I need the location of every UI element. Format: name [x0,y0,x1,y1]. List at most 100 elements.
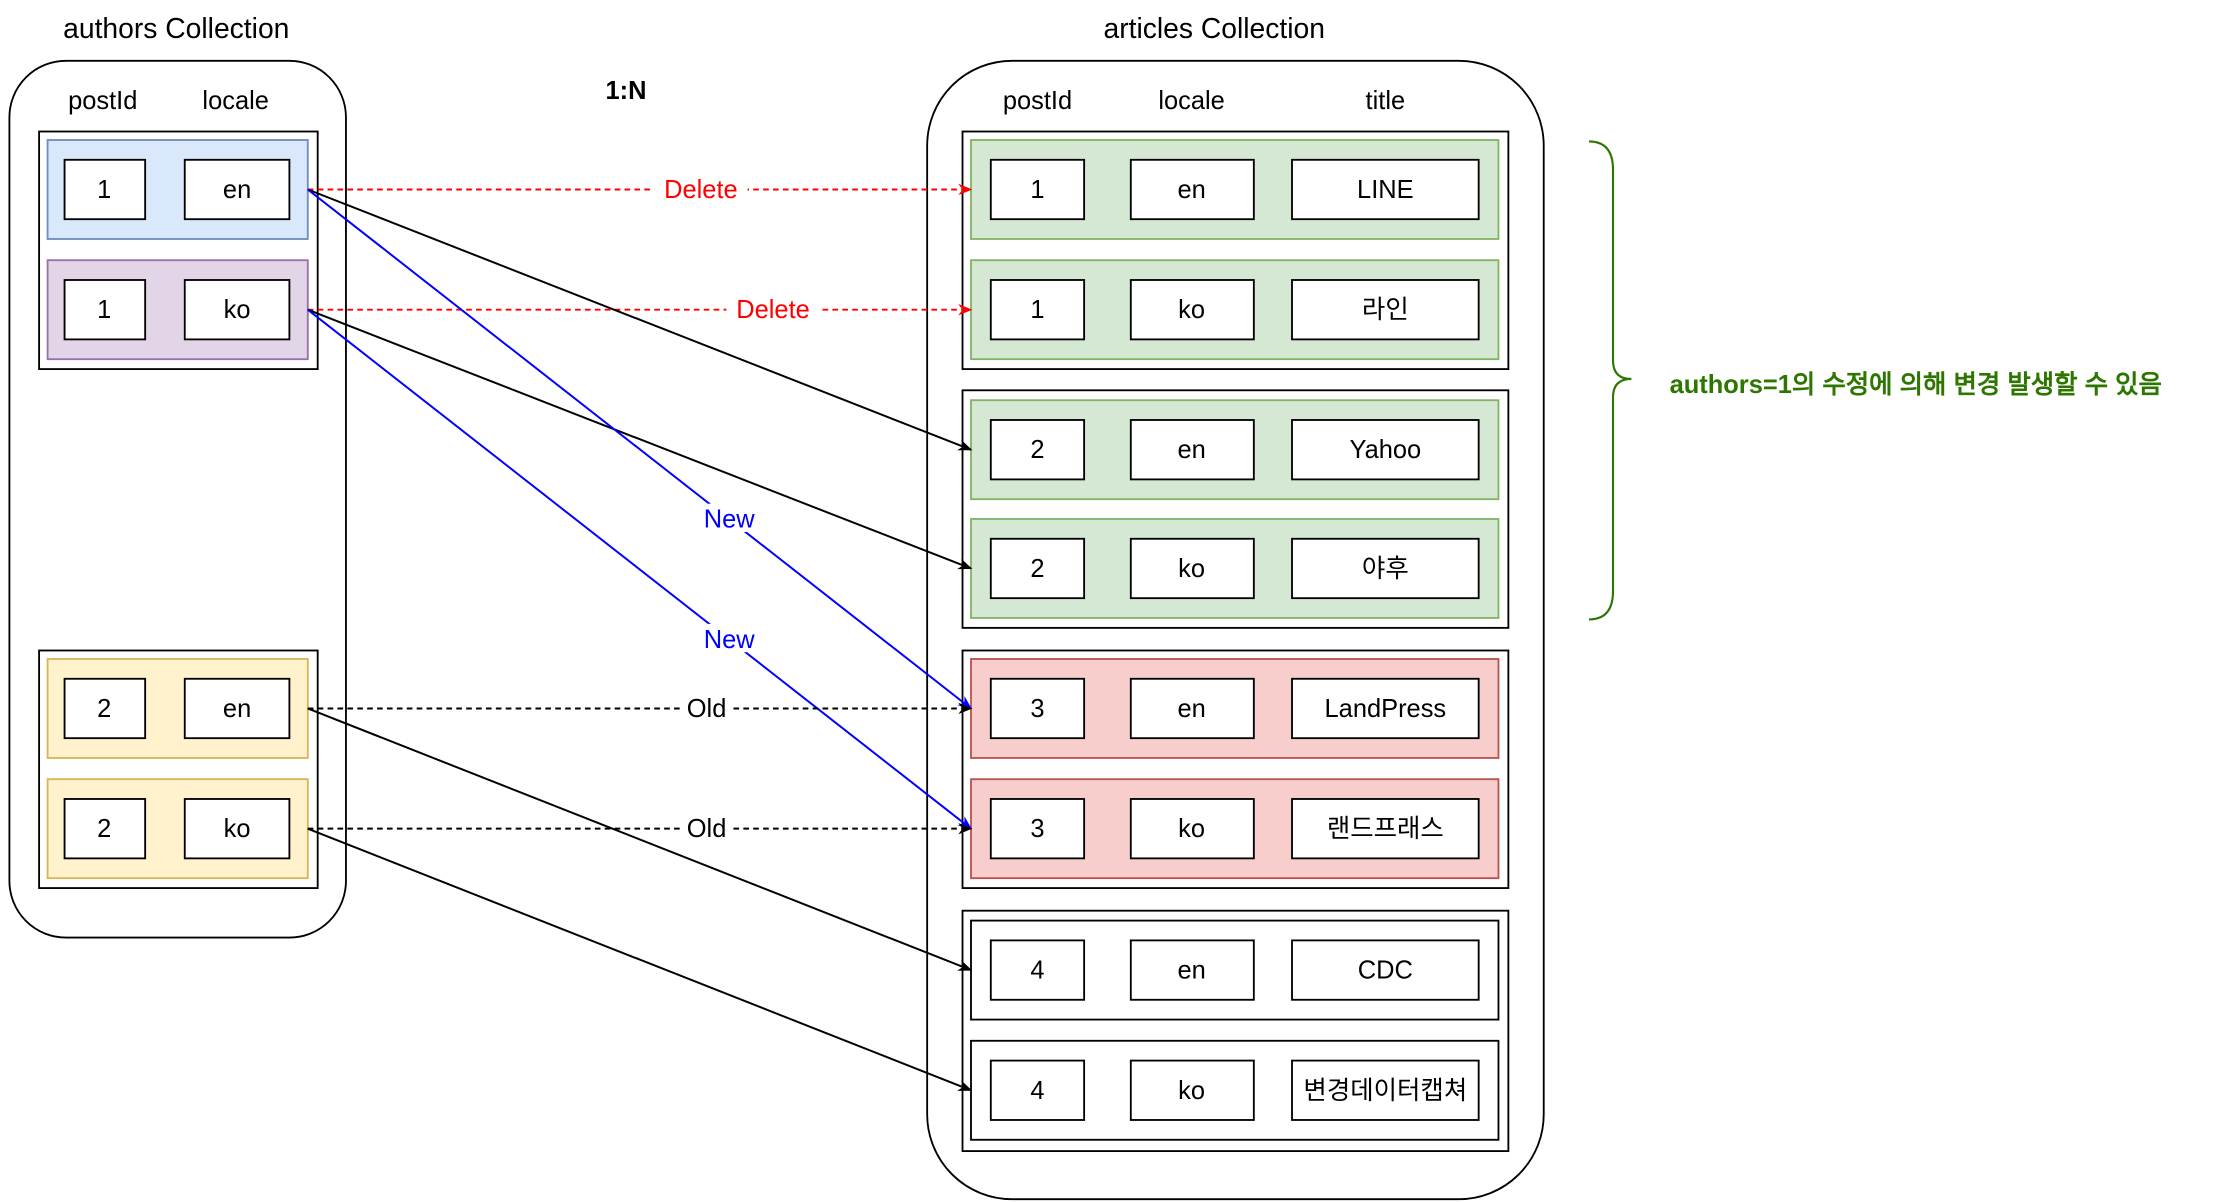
article-locale-cell [1129,677,1255,740]
link-arrow [307,827,973,1092]
article-title-text: LandPress [1325,695,1447,723]
authors-collection: authors Collection postId locale 1 en 1 ko 2… [8,12,347,939]
author-locale-text: ko [224,296,251,324]
author-locale-cell [183,158,291,221]
link-edge [307,827,973,1092]
article-postid-cell [989,279,1086,341]
article-locale-text: ko [1178,815,1205,843]
edge-label: Old [687,815,727,843]
new-edge: New [307,188,973,710]
article-title-text: 야후 [1362,555,1409,583]
article-locale-cell [1129,537,1255,600]
article-postid-text: 4 [1030,1077,1044,1105]
author-postid-cell [63,677,147,740]
author-row: 1 ko [46,259,309,361]
article-locale-cell [1129,419,1255,481]
author-postid-text: 1 [97,176,111,204]
edge-label-background [703,503,755,532]
article-postid-cell [989,798,1086,860]
article-locale-text: ko [1178,1077,1205,1105]
edge-label: Delete [664,176,738,204]
author-postid-text: 1 [97,296,111,324]
edge-label-background [726,294,820,323]
article-title-cell [1291,537,1480,600]
author-locale-cell [183,677,291,740]
article-postid-text: 4 [1030,957,1044,985]
article-title-cell [1291,677,1480,740]
edge-label-background [681,813,733,842]
authors-collection-title: authors Collection [63,12,289,44]
delete-edge: Delete [307,173,973,204]
article-locale-cell [1129,1059,1255,1121]
article-row: 4 en CDC [970,919,1500,1021]
link-arrow [307,188,973,451]
article-locale-cell [1129,279,1255,341]
article-postid-text: 3 [1030,695,1044,723]
articles-group-1 [961,130,1510,371]
new-arrow [307,308,973,830]
author-locale-cell [183,279,291,341]
article-postid-cell [989,419,1086,481]
articles-header-postid: postId [1003,87,1072,115]
curly-brace [1588,140,1632,621]
authors-header-postid: postId [68,87,137,115]
article-title-cell [1291,798,1480,860]
author-postid-cell [63,158,147,221]
article-locale-cell [1129,798,1255,860]
article-postid-cell [989,537,1086,600]
articles-collection: articles Collection postId locale title … [926,12,1545,1201]
article-postid-text: 1 [1030,176,1044,204]
link-arrow [307,308,973,570]
author-locale-text: en [223,695,251,723]
author-postid-text: 2 [97,695,111,723]
annotation-text: authors=1의 수정에 의해 변경 발생할 수 있음 [1670,371,2162,399]
article-locale-text: en [1177,957,1205,985]
author-postid-text: 2 [97,815,111,843]
articles-group-2 [961,389,1510,629]
article-title-text: LINE [1357,176,1414,204]
article-title-cell [1291,158,1480,221]
edge-label: New [704,626,756,654]
article-title-cell [1291,279,1480,341]
link-arrow [307,707,973,972]
article-title-text: 라인 [1362,296,1409,324]
article-title-text: 변경데이터캡쳐 [1303,1077,1467,1105]
articles-header-locale: locale [1158,87,1224,115]
articles-group-3 [961,649,1510,889]
author-locale-text: en [223,176,251,204]
article-postid-cell [989,939,1086,1001]
edge-label: Old [687,695,727,723]
article-locale-text: en [1177,695,1205,723]
article-postid-cell [989,1059,1086,1121]
author-postid-cell [63,279,147,341]
author-postid-cell [63,798,147,860]
article-title-text: CDC [1358,957,1413,985]
edge-label-background [703,623,755,653]
article-row: 4 ko 변경데이터캡쳐 [970,1039,1500,1141]
article-postid-text: 2 [1030,436,1044,464]
article-title-text: Yahoo [1350,436,1422,464]
articles-collection-title: articles Collection [1103,12,1325,44]
link-edge [307,707,973,972]
author-locale-text: ko [224,815,251,843]
article-title-cell [1291,939,1480,1001]
article-title-cell [1291,1059,1480,1121]
article-locale-cell [1129,158,1255,221]
article-title-cell [1291,419,1480,481]
article-postid-text: 2 [1030,555,1044,583]
relation-label: 1:N [605,77,646,105]
authors-group-1 [38,130,319,371]
author-row: 1 en [46,139,309,240]
authors-header-locale: locale [202,87,268,115]
articles-group-4 [961,909,1510,1153]
old-edge: Old [307,813,973,843]
article-postid-cell [989,677,1086,740]
old-edge: Old [307,692,973,723]
